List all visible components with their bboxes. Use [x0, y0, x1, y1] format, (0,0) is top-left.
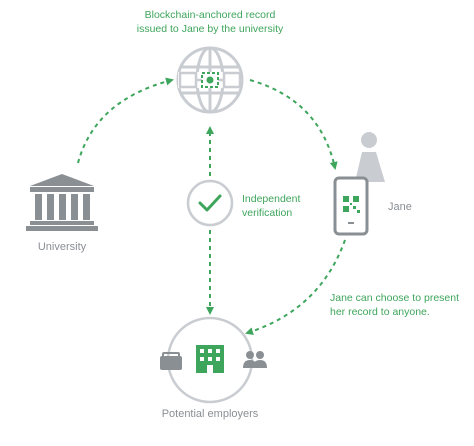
present-caption-line2: her record to anyone. [330, 306, 430, 318]
present-caption: Jane can choose to present her record to… [330, 291, 470, 319]
people-icon [243, 351, 267, 368]
verification-label-line2: verification [242, 207, 293, 219]
employers-label: Potential employers [161, 408, 259, 420]
top-caption-line1: Blockchain-anchored record [144, 9, 276, 21]
checkmark-icon [186, 179, 234, 227]
globe-chain-icon [176, 46, 244, 114]
present-caption-line1: Jane can choose to present [330, 292, 460, 304]
arrow-globe-to-jane [249, 79, 338, 170]
verification-label: Independent verification [242, 192, 342, 220]
university-label: University [37, 241, 87, 253]
verification-label-line1: Independent [242, 193, 301, 205]
jane-label: Jane [388, 201, 412, 213]
top-caption-line2: issued to Jane by the university [136, 23, 284, 35]
arrow-jane-to-employers [245, 239, 346, 336]
briefcase-icon [160, 352, 182, 370]
phone-qr-icon [333, 176, 369, 236]
arrow-university-to-globe [77, 77, 174, 164]
university-building-icon [26, 174, 98, 231]
top-caption: Blockchain-anchored record issued to Jan… [110, 8, 310, 36]
office-building-icon [196, 345, 224, 373]
person-icon [355, 132, 385, 182]
